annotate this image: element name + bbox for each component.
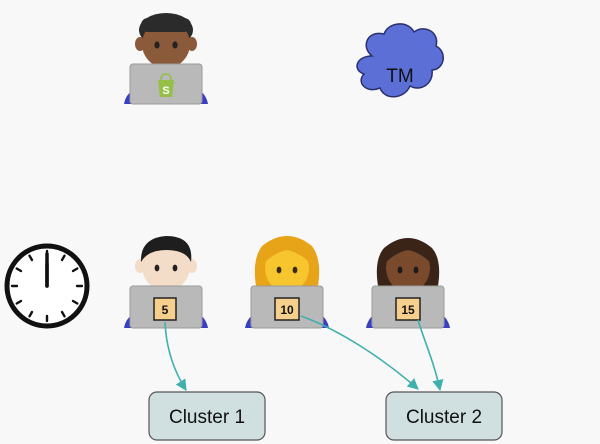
badge-box: [153, 297, 177, 321]
cluster-1-label: Cluster 1: [169, 407, 245, 428]
arrow-worker1-cluster1: [164, 321, 187, 391]
face-shape: [265, 244, 309, 292]
shopify-logo-icon: S: [158, 73, 174, 97]
worker-1: 5: [124, 236, 208, 329]
badge-label: 15: [401, 303, 415, 317]
badge-box: [395, 297, 421, 321]
clock-icon: [4, 243, 90, 329]
cloud-label: TM: [386, 66, 413, 87]
cluster-1-box: Cluster 1: [148, 391, 266, 441]
face-shape: [386, 244, 430, 292]
worker-3: 15: [366, 238, 450, 329]
badge-label: 5: [162, 303, 169, 317]
cloud-icon: [356, 23, 444, 98]
cluster-2-box: Cluster 2: [385, 391, 503, 441]
svg-text:S: S: [162, 85, 169, 97]
worker-2: 10: [245, 236, 329, 329]
tm-cloud: TM: [356, 23, 444, 98]
arrow-worker2-cluster2: [300, 315, 419, 390]
face-shape: [142, 241, 190, 291]
badge-box: [274, 297, 300, 321]
arrow-worker3-cluster2: [417, 319, 444, 392]
badge-label: 10: [280, 303, 294, 317]
cluster-2-label: Cluster 2: [406, 407, 482, 428]
hair-shape: [140, 236, 192, 262]
developer-top: S: [124, 13, 208, 105]
